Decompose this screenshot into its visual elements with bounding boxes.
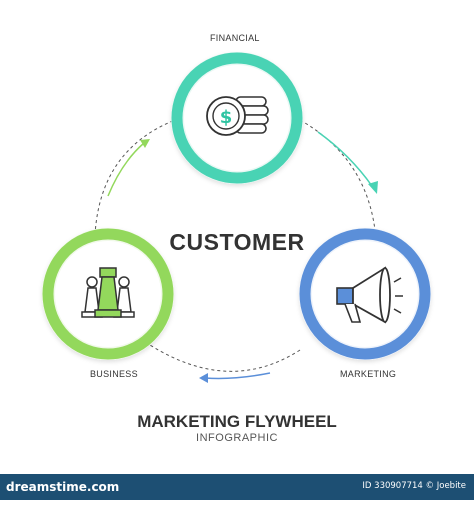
node-marketing — [299, 228, 431, 360]
node-label-marketing: MARKETING — [340, 369, 397, 379]
node-label-financial: FINANCIAL — [210, 33, 260, 43]
arrowhead-financial-to-marketing — [368, 181, 378, 194]
arrowhead-business-to-financial — [140, 139, 150, 148]
footer-brand[interactable]: dreamstime.com — [6, 480, 120, 494]
center-label: CUSTOMER — [169, 229, 305, 255]
node-label-business: BUSINESS — [90, 369, 138, 379]
arrow-financial-to-marketing — [317, 131, 373, 187]
node-financial: $ — [171, 52, 303, 184]
node-business — [42, 228, 174, 360]
connector-business-to-financial — [94, 119, 176, 236]
dollar-coins-icon: $ — [206, 96, 269, 136]
footer-bar: dreamstime.com ID 330907714 © Joebite — [0, 474, 474, 500]
arrow-marketing-to-business — [204, 372, 271, 380]
footer-image-id: ID 330907714 © Joebite — [362, 481, 466, 491]
arrow-business-to-financial — [107, 142, 145, 197]
connector-marketing-to-business — [149, 344, 301, 372]
arrowhead-marketing-to-business — [199, 373, 208, 383]
connector-financial-to-marketing — [299, 119, 377, 241]
svg-text:$: $ — [220, 107, 233, 128]
diagram-title: MARKETING FLYWHEEL — [137, 412, 337, 431]
diagram-subtitle: INFOGRAPHIC — [196, 432, 278, 444]
chess-pieces-icon — [81, 267, 135, 318]
megaphone-icon — [336, 266, 403, 324]
